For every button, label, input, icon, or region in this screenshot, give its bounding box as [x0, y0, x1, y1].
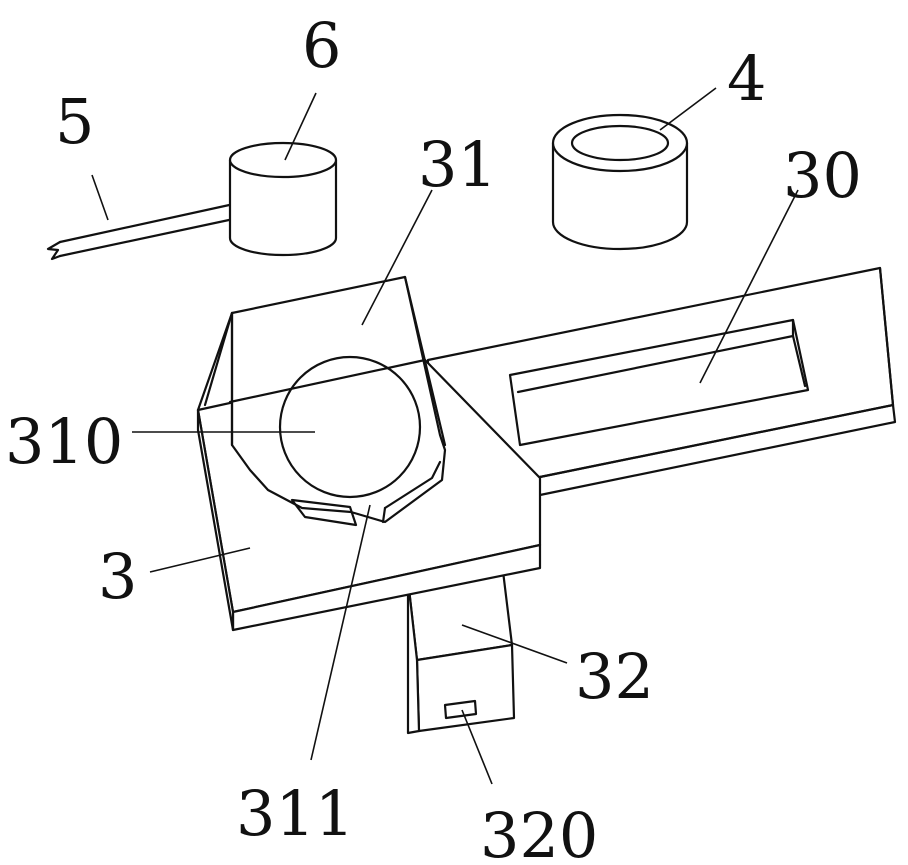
label-5: 5 [55, 85, 94, 158]
label-4: 4 [727, 42, 766, 115]
label-30: 30 [783, 139, 862, 212]
label-32: 32 [575, 640, 654, 713]
part-6-cylinder [230, 143, 336, 255]
label-6: 6 [302, 9, 341, 82]
label-311: 311 [236, 777, 354, 850]
label-3: 3 [98, 540, 137, 613]
label-31: 31 [418, 128, 497, 201]
part-5-rod [48, 201, 248, 259]
label-310: 310 [5, 405, 123, 478]
part-4-ring [553, 115, 687, 249]
label-320: 320 [480, 799, 598, 865]
